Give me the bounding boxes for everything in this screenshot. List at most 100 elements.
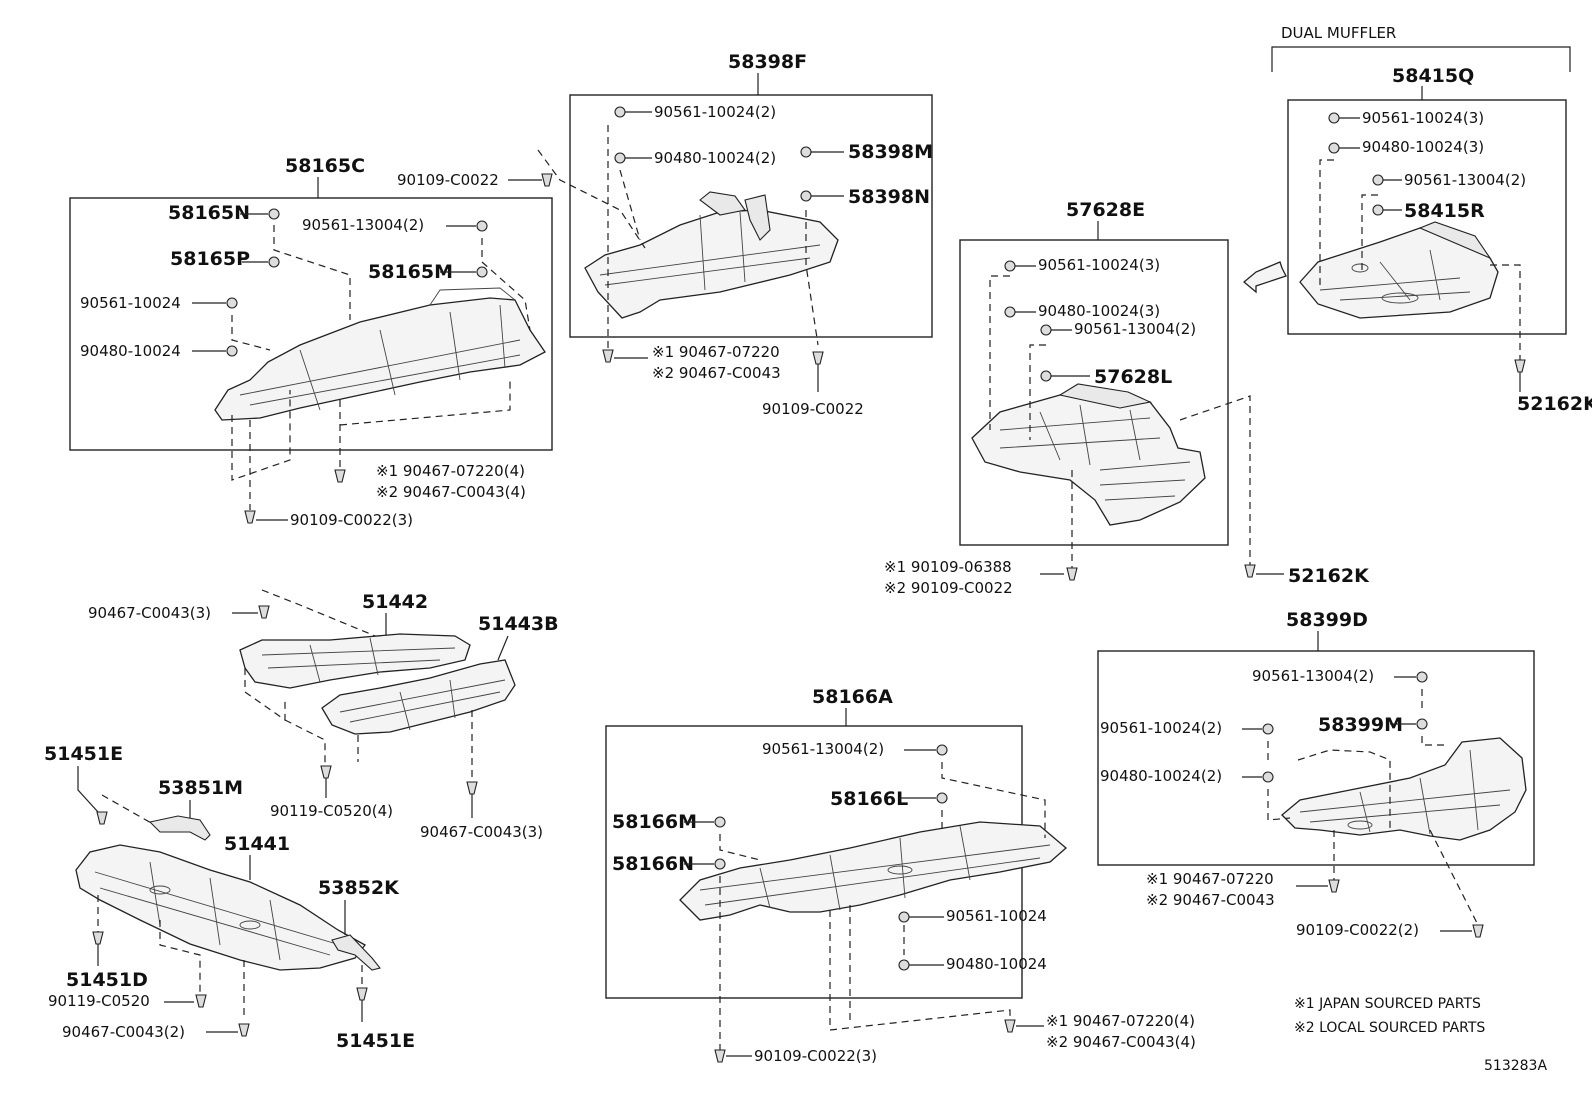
dashed-leader [829, 910, 1011, 1031]
bolt-icon [466, 781, 478, 795]
bolt-icon [1514, 359, 1526, 373]
bolt-icon [195, 994, 207, 1008]
part-shape-58166A [679, 821, 1067, 921]
bolt-icon [258, 605, 270, 619]
part-label-51442-bolt: 90467-C0043(3) [88, 604, 211, 622]
dashed-leader [1429, 829, 1479, 926]
group-box-58399D [1097, 650, 1535, 866]
part-label-52162K-b: 52162K [1288, 565, 1370, 587]
part-label-57628E-japan: ※1 90109-06388 [884, 558, 1012, 576]
fastener-icon [898, 959, 910, 971]
dashed-leader [1267, 789, 1291, 821]
part-label-57628E-local: ※2 90109-C0022 [884, 579, 1013, 597]
part-label-58415Q-2: 90480-10024(3) [1362, 138, 1484, 156]
dashed-leader [1297, 749, 1391, 830]
bolt-icon [1328, 879, 1340, 893]
fastener-icon [1040, 370, 1052, 382]
dashed-leader [273, 225, 351, 320]
bolt-icon [1244, 564, 1256, 578]
fastener-icon [800, 146, 812, 158]
part-label-top-90109: 90109-C0022 [397, 171, 499, 189]
dashed-leader [989, 275, 1010, 430]
part-label-90119-c0520-4: 90119-C0520(4) [270, 802, 393, 820]
dashed-leader [1490, 264, 1521, 360]
bolt-icon [1004, 1019, 1016, 1033]
part-shape-53851M [148, 815, 211, 841]
group-box-58398F [569, 94, 933, 338]
part-label-51451D: 51451D [66, 969, 148, 991]
fastener-icon [1416, 718, 1428, 730]
part-label-58399M: 58399M [1318, 714, 1403, 736]
fastener-icon [936, 744, 948, 756]
part-label-51451E-a: 51451E [44, 743, 123, 765]
part-label-57628E-2: 90480-10024(3) [1038, 302, 1160, 320]
bolt-icon [602, 349, 614, 363]
bolt-icon [1472, 924, 1484, 938]
fastener-icon [268, 256, 280, 268]
part-label-57628E-1: 90561-10024(3) [1038, 256, 1160, 274]
part-label-58399D-japan: ※1 90467-07220 [1146, 870, 1274, 888]
part-shape-53852K [331, 934, 381, 971]
bolt-icon [244, 510, 256, 524]
fastener-icon [1004, 260, 1016, 272]
part-label-58399D-3: 90480-10024(2) [1100, 767, 1222, 785]
fastener-icon [1262, 723, 1274, 735]
part-label-58166A-2: 90561-10024 [946, 907, 1047, 925]
bolt-icon [320, 765, 332, 779]
part-label-58399D: 58399D [1286, 609, 1368, 631]
part-label-58398N: 58398N [848, 186, 930, 208]
legend-local: ※2 LOCAL SOURCED PARTS [1294, 1020, 1485, 1036]
fastener-icon [1372, 174, 1384, 186]
part-label-58399D-local: ※2 90467-C0043 [1146, 891, 1275, 909]
part-shape-57628E [971, 383, 1206, 526]
part-label-58399D-bottom: 90109-C0022(2) [1296, 921, 1419, 939]
group-box-58415Q [1287, 99, 1567, 335]
fastener-icon [614, 106, 626, 118]
part-label-58398F-local: ※2 90467-C0043 [652, 364, 781, 382]
part-label-58165P: 58165P [170, 248, 250, 270]
group-box-57628E [959, 239, 1229, 546]
fastener-icon [1372, 204, 1384, 216]
fastener-icon [1262, 771, 1274, 783]
part-label-57628E-3: 90561-13004(2) [1074, 320, 1196, 338]
bolt-icon [1066, 567, 1078, 581]
dashed-leader [244, 668, 286, 722]
dashed-leader [231, 390, 291, 481]
part-label-58165C-japan: ※1 90467-07220(4) [376, 462, 525, 480]
part-label-58415Q: 58415Q [1392, 65, 1474, 87]
bolt-icon [356, 987, 368, 1001]
part-label-58165C-1: 90561-13004(2) [302, 216, 424, 234]
legend-japan: ※1 JAPAN SOURCED PARTS [1294, 996, 1481, 1012]
part-label-90467-c0043-3: 90467-C0043(3) [420, 823, 543, 841]
part-label-58166A-local: ※2 90467-C0043(4) [1046, 1033, 1196, 1051]
fastener-icon [614, 152, 626, 164]
part-label-58166A-bottom: 90109-C0022(3) [754, 1047, 877, 1065]
dashed-leader [339, 380, 511, 426]
part-label-58165M: 58165M [368, 261, 453, 283]
part-label-51441: 51441 [224, 833, 290, 855]
fastener-icon [226, 297, 238, 309]
fastener-icon [714, 858, 726, 870]
part-label-51451E-b: 51451E [336, 1030, 415, 1052]
fastener-icon [1328, 142, 1340, 154]
part-label-58166N: 58166N [612, 853, 694, 875]
part-label-58415Q-1: 90561-10024(3) [1362, 109, 1484, 127]
dashed-leader [1421, 736, 1445, 746]
part-label-90467-c0043-2: 90467-C0043(2) [62, 1023, 185, 1041]
dashed-leader [1319, 159, 1334, 285]
part-label-58398M: 58398M [848, 141, 933, 163]
part-label-58398F: 58398F [728, 51, 807, 73]
direction-arrow-icon [1242, 261, 1287, 294]
part-label-52162K-a: 52162K [1517, 393, 1592, 415]
dashed-leader [159, 920, 201, 995]
part-shape-58399D [1281, 737, 1527, 841]
part-label-58398F-2: 90480-10024(2) [654, 149, 776, 167]
part-label-58398F-bottom: 90109-C0022 [762, 400, 864, 418]
dual-muffler-label: DUAL MUFFLER [1281, 24, 1396, 42]
dashed-leader [805, 210, 819, 346]
bolt-icon [92, 931, 104, 945]
part-label-58166L: 58166L [830, 788, 908, 810]
fastener-icon [800, 190, 812, 202]
part-label-58166A-1: 90561-13004(2) [762, 740, 884, 758]
